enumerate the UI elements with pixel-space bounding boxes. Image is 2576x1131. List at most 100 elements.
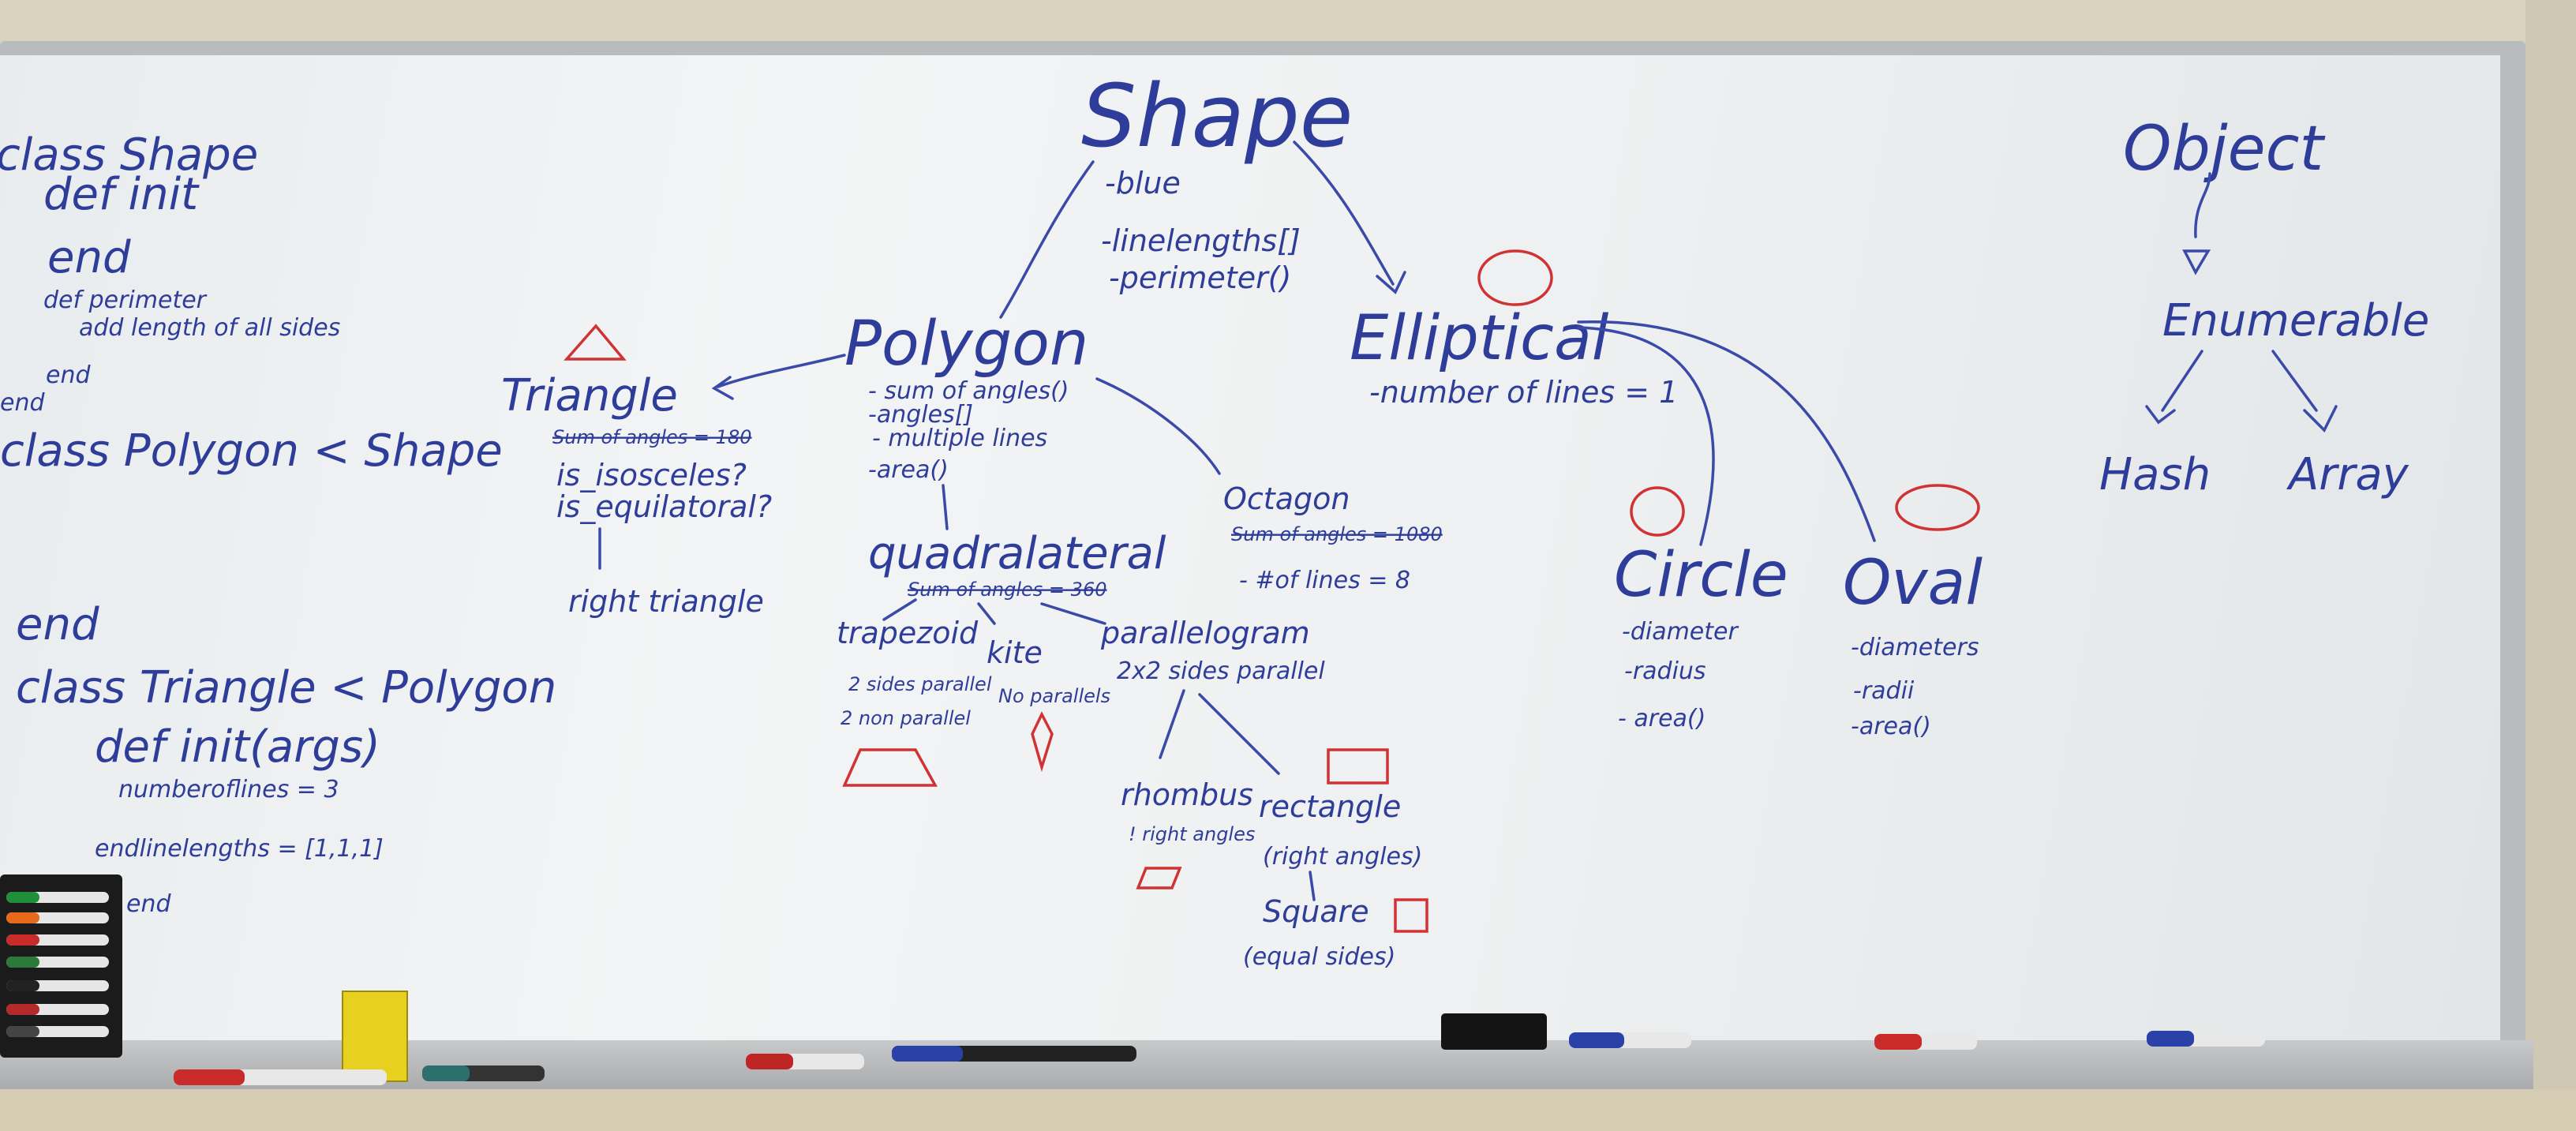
marker-box[interactable]: [342, 991, 408, 1082]
triangle-title: Triangle: [501, 370, 678, 421]
marker[interactable]: [6, 980, 109, 991]
quadrilateral-struck-sum: Sum of angles = 360: [908, 579, 1106, 601]
wall: [2525, 0, 2576, 1131]
tray-marker-black[interactable]: [892, 1046, 1136, 1062]
shape-prop: -linelengths[]: [1101, 223, 1301, 258]
shape-title: Shape: [1081, 66, 1353, 167]
square-sketch: [1394, 898, 1428, 933]
marker-tray: [0, 1040, 2533, 1089]
kite-prop: No parallels: [998, 685, 1110, 707]
circle-node: Circle -diameter -radius - area(): [1614, 486, 1788, 732]
tray-marker-blue[interactable]: [1569, 1032, 1691, 1048]
arrowhead: [2182, 249, 2211, 275]
code-line-endlinelengths: endlinelengths = [1,1,1]: [95, 835, 384, 863]
ellipse-sketch: [1477, 249, 1553, 306]
rectangle-sketch: [1327, 748, 1389, 785]
quadrilateral-node: quadralateral Sum of angles = 360: [868, 528, 1166, 601]
parallelogram-node: parallelogram 2x2 sides parallel: [1100, 616, 1325, 775]
oval-sketch: [1895, 484, 1980, 531]
triangle-prop: is_isosceles?: [556, 458, 747, 492]
code-line-end: end: [0, 389, 45, 417]
marker[interactable]: [6, 934, 109, 946]
kite-title: kite: [987, 635, 1043, 670]
code-line-end: end: [47, 232, 131, 283]
enumerable-title: Enumerable: [2162, 295, 2429, 346]
trapezoid-sketch: [842, 748, 938, 787]
rhombus-node: rhombus ! right angles: [1121, 777, 1255, 889]
parallelogram-title: parallelogram: [1100, 616, 1310, 650]
code-line-def-init-args: def init(args): [95, 721, 380, 773]
tray-marker-blue[interactable]: [2147, 1031, 2265, 1047]
arrow-elliptical-circle: [1577, 326, 1715, 546]
tray-marker-red[interactable]: [746, 1054, 864, 1069]
right-triangle-title: right triangle: [568, 584, 764, 619]
floor: [0, 1089, 2576, 1131]
oval-title: Oval: [1843, 548, 1983, 619]
hash-title: Hash: [2099, 449, 2211, 500]
arrow-enumerable-hash: [2161, 350, 2203, 412]
square-node: Square (equal sides): [1243, 894, 1428, 971]
code-line-end: end: [46, 361, 91, 389]
polygon-node: Polygon - sum of angles() -angles[] - mu…: [844, 309, 1088, 484]
code-line-class-triangle: class Triangle < Polygon: [16, 662, 556, 713]
marker[interactable]: [6, 1004, 109, 1015]
link-parallelogram-rhombus: [1159, 689, 1185, 759]
oval-prop: -area(): [1851, 713, 1931, 740]
circle-title: Circle: [1614, 540, 1788, 611]
oval-node: Oval -diameters -radii -area(): [1843, 484, 1983, 740]
whiteboard: [0, 55, 2500, 1042]
link-parallelogram-rectangle: [1198, 693, 1280, 775]
arrowhead: [2145, 405, 2176, 425]
tray-marker-teal[interactable]: [422, 1065, 545, 1081]
trapezoid-prop: 2 non parallel: [841, 707, 971, 729]
polygon-prop: -area(): [868, 456, 949, 484]
shape-node: Shape -blue -linelengths[] -perimeter(): [1081, 66, 1353, 295]
octagon-prop: - #of lines = 8: [1239, 567, 1410, 594]
code-line-class-shape: class Shape: [0, 129, 258, 181]
quadrilateral-title: quadralateral: [868, 528, 1166, 579]
triangle-sketch: [564, 324, 627, 361]
ruby-code-notes: class Shape def init end def perimeter a…: [0, 129, 556, 918]
eraser[interactable]: [1441, 1013, 1547, 1050]
trapezoid-prop: 2 sides parallel: [848, 673, 992, 695]
code-line-def-init: def init: [43, 169, 200, 220]
oval-prop: -radii: [1853, 677, 1915, 705]
ruby-hierarchy: Object Enumerable Hash Array: [2099, 114, 2429, 500]
rhombus-title: rhombus: [1121, 777, 1253, 812]
polygon-prop: - multiple lines: [872, 425, 1047, 452]
tray-marker-red[interactable]: [174, 1069, 387, 1085]
arrow-object-enumerable: [2194, 172, 2211, 238]
circle-prop: -diameter: [1622, 618, 1739, 646]
shape-prop: -blue: [1105, 166, 1181, 200]
code-line-class-polygon: class Polygon < Shape: [0, 425, 503, 477]
marker[interactable]: [6, 1026, 109, 1037]
trapezoid-node: trapezoid 2 sides parallel 2 non paralle…: [837, 616, 992, 787]
arrow-enumerable-array: [2271, 350, 2318, 412]
shape-prop: -perimeter(): [1109, 260, 1291, 295]
rectangle-title: rectangle: [1259, 789, 1401, 824]
square-prop: (equal sides): [1243, 943, 1395, 971]
link-quad-parallelogram: [1040, 602, 1106, 625]
elliptical-prop: -number of lines = 1: [1369, 375, 1678, 410]
marker[interactable]: [6, 892, 109, 903]
circle-sketch: [1630, 486, 1685, 537]
parallelogram-prop: 2x2 sides parallel: [1117, 657, 1325, 685]
triangle-struck-sum: Sum of angles = 180: [552, 426, 751, 448]
polygon-prop: - sum of angles(): [868, 377, 1069, 405]
rhombus-prop: ! right angles: [1129, 823, 1255, 845]
arrowhead: [2303, 405, 2338, 433]
array-title: Array: [2286, 449, 2409, 500]
link-quad-trapezoid: [882, 598, 917, 621]
marker[interactable]: [6, 912, 109, 923]
arrow-polygon-octagon: [1095, 377, 1221, 475]
elliptical-node: Elliptical -number of lines = 1: [1350, 249, 1678, 410]
triangle-prop: is_equilatoral?: [556, 489, 772, 524]
arrowhead: [1376, 271, 1406, 294]
marker[interactable]: [6, 957, 109, 968]
code-line-def-perimeter: def perimeter: [43, 286, 208, 314]
tray-marker-red[interactable]: [1874, 1034, 1977, 1050]
circle-prop: -radius: [1624, 657, 1706, 685]
octagon-title: Octagon: [1223, 481, 1350, 516]
trapezoid-title: trapezoid: [837, 616, 979, 650]
triangle-node: Triangle Sum of angles = 180 is_isoscele…: [501, 324, 772, 619]
